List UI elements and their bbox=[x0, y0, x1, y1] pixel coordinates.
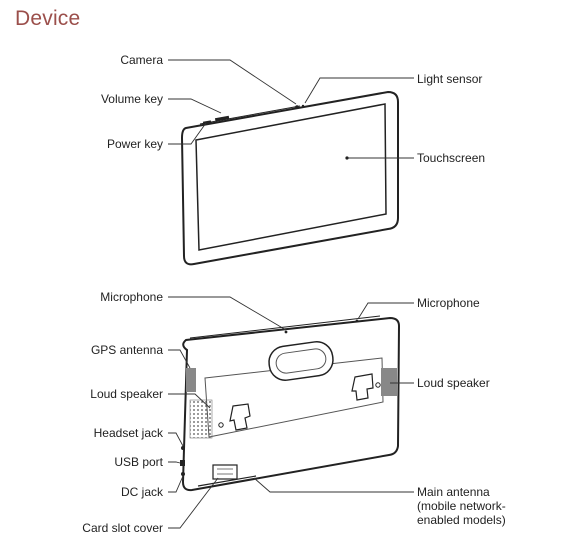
label-microphone-right: Microphone bbox=[417, 296, 480, 310]
label-power-key: Power key bbox=[106, 137, 163, 151]
dc-jack-shape bbox=[181, 472, 185, 476]
page-title: Device bbox=[15, 7, 81, 30]
label-loud-speaker-left: Loud speaker bbox=[90, 387, 163, 401]
light-sensor-leader bbox=[304, 77, 414, 104]
label-touchscreen: Touchscreen bbox=[417, 151, 486, 165]
front-view-tablet bbox=[180, 90, 399, 266]
label-microphone-top: Microphone bbox=[100, 290, 163, 304]
loud-speaker-right-grille bbox=[381, 368, 397, 396]
microphone-right-leader bbox=[357, 302, 414, 320]
microphone-top-leader bbox=[168, 296, 287, 331]
label-headset-jack: Headset jack bbox=[93, 426, 163, 440]
label-loud-speaker-right: Loud speaker bbox=[417, 376, 490, 390]
camera-leader bbox=[168, 59, 297, 105]
label-main-antenna: Main antenna (mobile network-enabled mod… bbox=[417, 485, 506, 527]
volume-key-shape bbox=[214, 115, 230, 122]
power-key-shape bbox=[202, 120, 212, 125]
headset-jack-leader bbox=[168, 432, 184, 447]
loud-speaker-left-leader bbox=[168, 393, 211, 409]
label-card-slot-cover: Card slot cover bbox=[82, 521, 163, 535]
label-dc-jack: DC jack bbox=[120, 485, 163, 499]
label-volume-key: Volume key bbox=[100, 92, 163, 106]
camera-lens bbox=[295, 105, 299, 109]
usb-port-shape bbox=[180, 460, 185, 466]
loud-speaker-left-grille bbox=[189, 399, 213, 439]
dc-jack-leader bbox=[168, 475, 184, 493]
label-gps-antenna: GPS antenna bbox=[90, 343, 163, 357]
label-usb-port: USB port bbox=[114, 455, 163, 469]
usb-port-leader bbox=[168, 461, 181, 464]
gps-antenna-shape bbox=[186, 368, 196, 392]
card-slot-cover-leader bbox=[168, 477, 219, 529]
label-light-sensor: Light sensor bbox=[417, 72, 483, 86]
touchscreen-area bbox=[195, 103, 387, 251]
gps-antenna-leader bbox=[168, 349, 191, 369]
card-slot-shape bbox=[212, 464, 238, 480]
headset-jack-shape bbox=[181, 446, 185, 450]
light-sensor-dot bbox=[301, 104, 305, 108]
back-view-tablet bbox=[180, 315, 401, 492]
volume-key-leader bbox=[168, 98, 222, 114]
label-camera: Camera bbox=[120, 53, 163, 67]
power-key-leader bbox=[168, 122, 207, 145]
main-antenna-leader bbox=[253, 477, 414, 493]
